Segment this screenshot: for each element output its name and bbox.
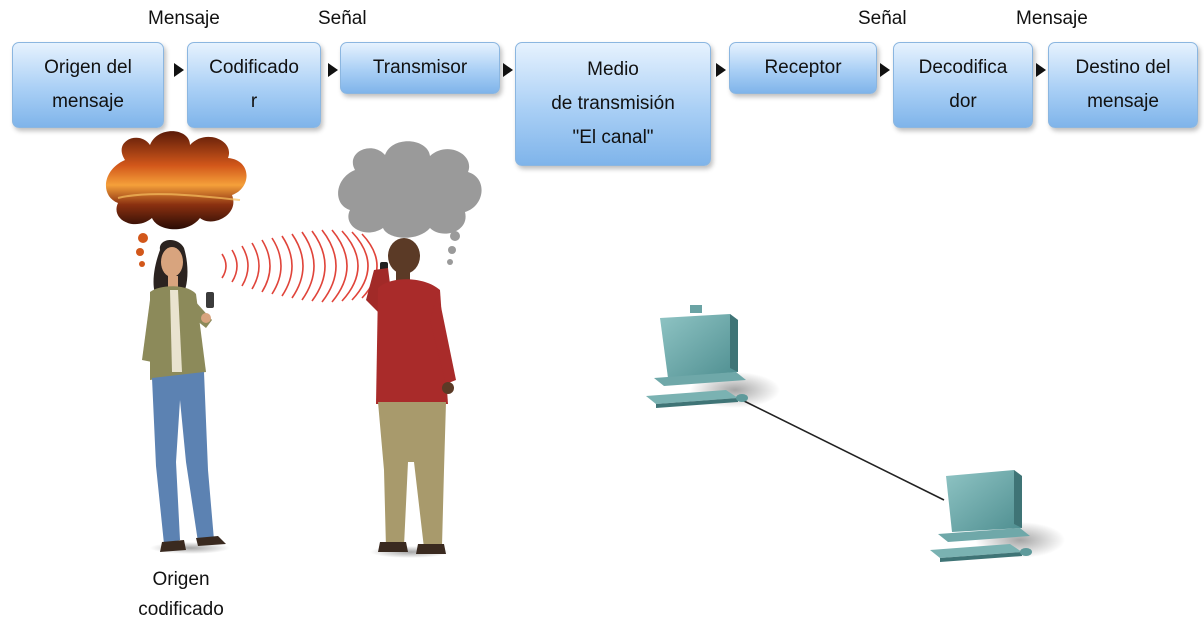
arrow-right-icon xyxy=(716,63,726,77)
grey-thought-bubble-icon xyxy=(338,141,482,265)
arrow-right-icon xyxy=(328,63,338,77)
arrow-right-icon xyxy=(503,63,513,77)
arrow-right-icon xyxy=(174,63,184,77)
box-label: Transmisor xyxy=(372,57,468,78)
label-mensaje-right: Mensaje xyxy=(1016,8,1088,29)
arrow-right-icon xyxy=(1036,63,1046,77)
label-mensaje-left: Mensaje xyxy=(148,8,220,29)
box-label: Destino del mensaje xyxy=(1075,57,1171,112)
caption-origen-codificado: Origen codificado xyxy=(138,569,224,620)
signal-waves-icon xyxy=(221,229,378,303)
box-origen-del-mensaje: Origen del mensaje xyxy=(12,42,164,128)
box-transmisor: Transmisor xyxy=(340,42,500,94)
box-label: Origen del mensaje xyxy=(44,57,132,112)
arrow-right-icon xyxy=(880,63,890,77)
box-label: Receptor xyxy=(764,57,842,78)
computer-icon xyxy=(930,470,1065,562)
box-codificador: Codificado r xyxy=(187,42,321,128)
box-decodificador: Decodifica dor xyxy=(893,42,1033,128)
label-senal-right: Señal xyxy=(858,8,907,29)
box-receptor: Receptor xyxy=(729,42,877,94)
man-with-phone-icon xyxy=(366,238,456,558)
box-medio-de-transmision: Medio de transmisión "El canal" xyxy=(515,42,711,166)
sunset-thought-bubble-icon xyxy=(105,131,247,267)
computer-icon xyxy=(646,305,780,408)
box-destino-del-mensaje: Destino del mensaje xyxy=(1048,42,1198,128)
box-label: Codificado r xyxy=(209,57,299,112)
box-label: Medio de transmisión "El canal" xyxy=(551,59,675,148)
woman-with-phone-icon xyxy=(142,239,230,554)
label-senal-left: Señal xyxy=(318,8,367,29)
box-label: Decodifica dor xyxy=(918,57,1008,112)
network-cable xyxy=(741,399,945,501)
